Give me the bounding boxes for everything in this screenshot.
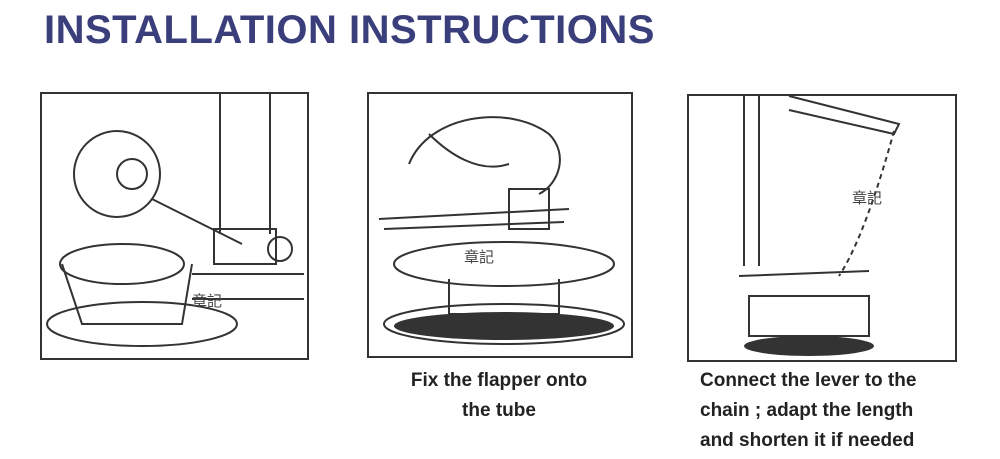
watermark: 章記 [852, 190, 883, 207]
step2-caption-line1: Fix the flapper onto [410, 370, 588, 391]
step2-illustration-panel [367, 92, 633, 358]
step3-caption-line3: and shorten it if needed [700, 430, 915, 451]
step3-illustration-panel [687, 94, 957, 362]
page-title: INSTALLATION INSTRUCTIONS [44, 8, 655, 52]
watermark: 章記 [192, 293, 223, 310]
flapper-on-tube-illustration [378, 116, 625, 345]
step1-illustration-panel [40, 92, 309, 360]
step2-caption-line2: the tube [462, 400, 536, 421]
overflow-tube-illustration [46, 94, 304, 347]
step3-caption: Connect the lever to the chain ; adapt t… [700, 366, 950, 456]
step3-caption-line1: Connect the lever to the [700, 370, 917, 391]
watermark: 章記 [464, 249, 495, 266]
step3-caption-line2: chain ; adapt the length [700, 400, 914, 421]
step2-caption: Fix the flapper onto the tube [404, 366, 594, 426]
lever-chain-illustration [738, 96, 901, 356]
